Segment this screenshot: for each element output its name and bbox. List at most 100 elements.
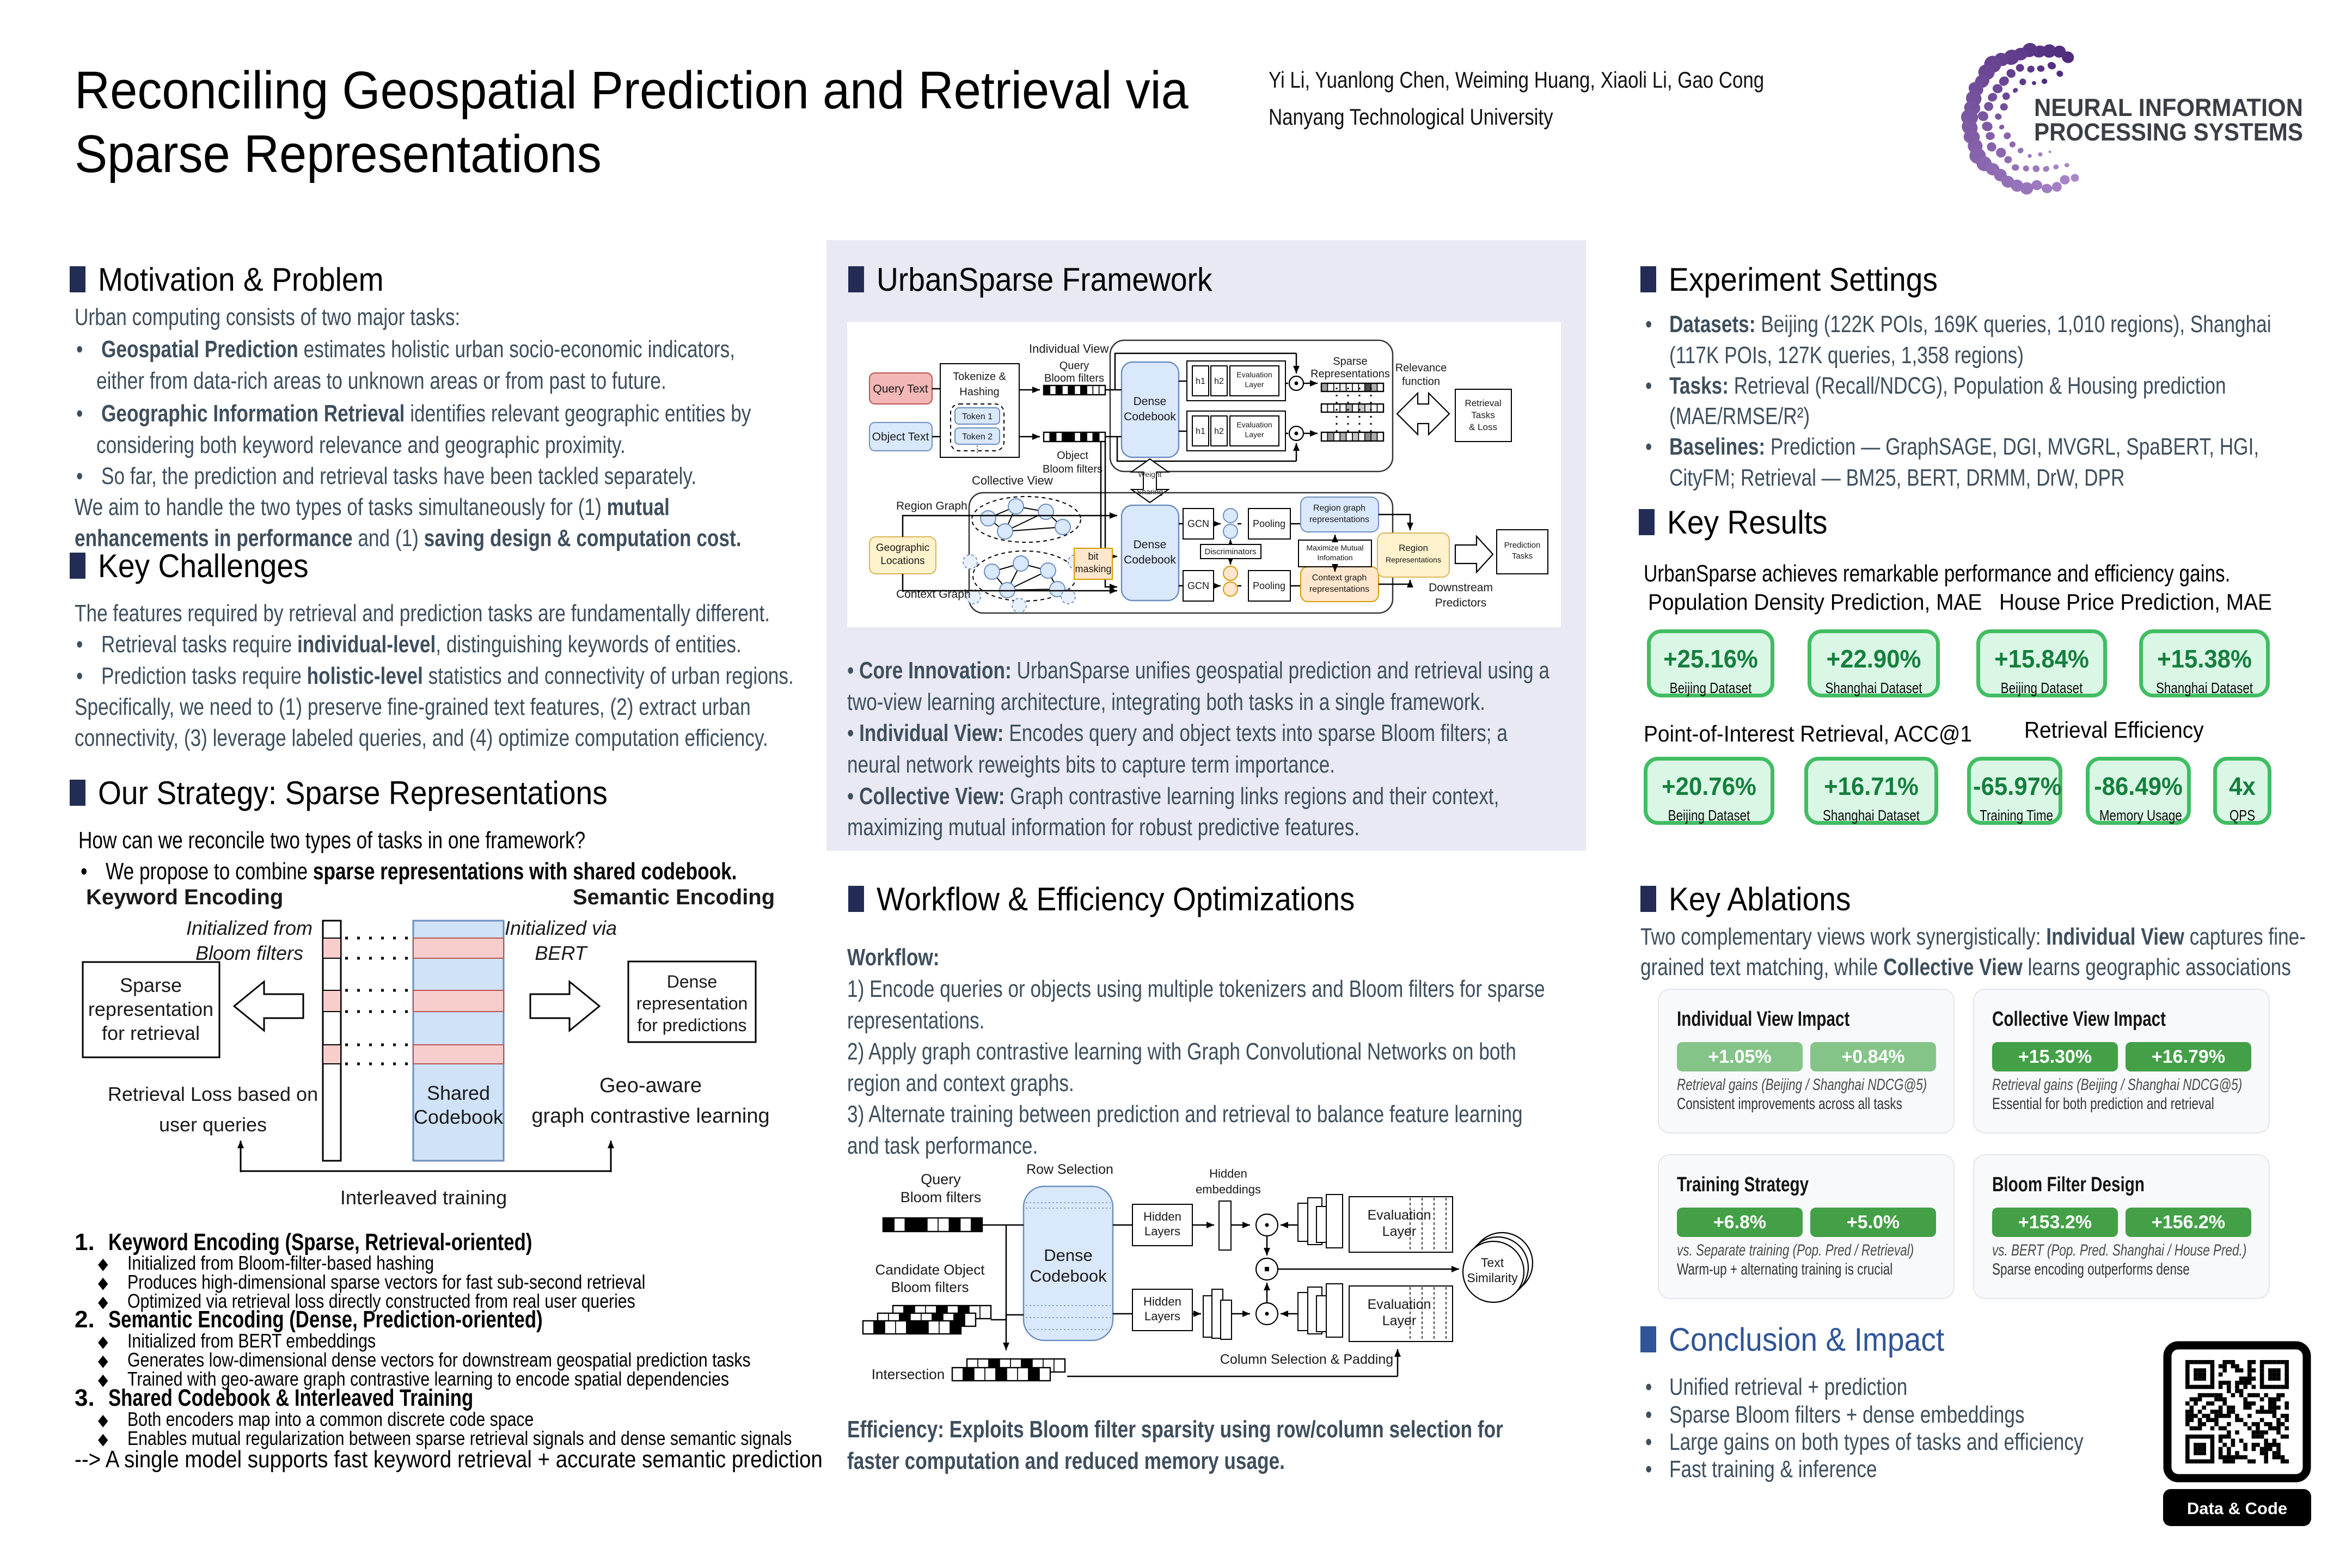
svg-text:Hidden: Hidden	[1209, 1167, 1247, 1180]
svg-text:Region Graph: Region Graph	[896, 500, 967, 512]
svg-text:Locations: Locations	[880, 555, 924, 567]
svg-text:Hidden: Hidden	[1143, 1210, 1181, 1223]
svg-text:⋮: ⋮	[973, 445, 982, 454]
svg-text:user queries: user queries	[159, 1113, 267, 1136]
svg-text:Layer: Layer	[1382, 1313, 1417, 1328]
svg-text:for predictions: for predictions	[638, 1015, 747, 1035]
svg-text:Keyword Encoding: Keyword Encoding	[86, 885, 283, 909]
svg-text:GCN: GCN	[1187, 518, 1209, 529]
svg-text:Tasks: Tasks	[1512, 552, 1533, 561]
svg-text:Bloom filters: Bloom filters	[195, 942, 303, 964]
svg-text:Evaluation: Evaluation	[1368, 1297, 1431, 1312]
svg-text:representations: representations	[1309, 515, 1369, 524]
svg-text:Prediction: Prediction	[1504, 541, 1541, 550]
svg-text:Evaluation: Evaluation	[1236, 370, 1272, 379]
svg-text:Context Graph: Context Graph	[896, 588, 971, 601]
svg-text:Text: Text	[1481, 1255, 1504, 1270]
svg-text:Retrieval: Retrieval	[1465, 398, 1501, 408]
svg-text:Query Text: Query Text	[873, 383, 928, 395]
svg-text:Dense: Dense	[1134, 395, 1167, 408]
svg-text:BERT: BERT	[535, 942, 588, 964]
svg-text:h1: h1	[1196, 427, 1205, 436]
svg-text:graph contrastive learning: graph contrastive learning	[531, 1105, 769, 1128]
svg-text:NEURAL INFORMATION: NEURAL INFORMATION	[2034, 94, 2303, 121]
svg-text:Codebook: Codebook	[1124, 411, 1176, 423]
svg-text:h2: h2	[1214, 377, 1224, 386]
svg-text:Maximize Mutual: Maximize Mutual	[1306, 543, 1363, 552]
svg-text:Representations: Representations	[1310, 368, 1390, 380]
svg-text:Sparse: Sparse	[120, 974, 182, 996]
svg-text:Bloom filters: Bloom filters	[891, 1279, 969, 1295]
svg-text:Codebook: Codebook	[414, 1106, 504, 1128]
svg-text:Sharing: Sharing	[1137, 487, 1163, 496]
svg-text:embeddings: embeddings	[1196, 1183, 1261, 1196]
svg-text:Evaluation: Evaluation	[1236, 420, 1272, 429]
svg-text:Tokenize &: Tokenize &	[953, 371, 1006, 383]
svg-text:Query: Query	[921, 1171, 961, 1187]
svg-text:Collective View: Collective View	[972, 474, 1053, 487]
svg-text:Bloom filters: Bloom filters	[1044, 372, 1104, 384]
svg-text:Bloom filters: Bloom filters	[1043, 463, 1102, 475]
svg-text:Column Selection & Padding: Column Selection & Padding	[1220, 1352, 1393, 1367]
svg-text:Downstream: Downstream	[1429, 581, 1493, 594]
svg-text:Query: Query	[1059, 360, 1089, 372]
svg-text:Row Selection: Row Selection	[1026, 1162, 1113, 1177]
svg-text:PROCESSING SYSTEMS: PROCESSING SYSTEMS	[2034, 118, 2303, 146]
svg-text:Region graph: Region graph	[1313, 504, 1365, 513]
svg-text:Data & Code: Data & Code	[2187, 1499, 2287, 1518]
svg-text:Region: Region	[1399, 543, 1428, 553]
svg-text:Dense: Dense	[1134, 538, 1167, 551]
svg-text:Predictors: Predictors	[1435, 597, 1487, 609]
svg-text:Geo-aware: Geo-aware	[599, 1074, 702, 1097]
svg-text:Dense: Dense	[667, 972, 718, 991]
svg-text:h1: h1	[1196, 377, 1205, 386]
svg-text:Sparse: Sparse	[1333, 356, 1367, 367]
svg-text:h2: h2	[1214, 427, 1224, 436]
svg-text:Evaluation: Evaluation	[1368, 1208, 1431, 1223]
svg-text:Shared: Shared	[427, 1082, 490, 1104]
svg-text:representation: representation	[88, 998, 213, 1020]
svg-text:Interleaved training: Interleaved training	[340, 1186, 507, 1209]
svg-text:bit: bit	[1088, 551, 1098, 562]
svg-text:representation: representation	[636, 994, 748, 1013]
svg-text:Bloom filters: Bloom filters	[901, 1189, 982, 1205]
svg-text:Hashing: Hashing	[959, 386, 999, 398]
svg-text:Similarity: Similarity	[1467, 1271, 1518, 1285]
svg-text:Representations: Representations	[1386, 555, 1441, 564]
svg-text:Layers: Layers	[1144, 1224, 1180, 1238]
svg-text:Initialized via: Initialized via	[505, 917, 617, 939]
svg-text:Initialized from: Initialized from	[186, 917, 313, 939]
svg-text:Geographic: Geographic	[876, 542, 929, 554]
svg-text:Token 2: Token 2	[962, 432, 993, 442]
svg-text:Layers: Layers	[1144, 1309, 1180, 1323]
svg-text:Codebook: Codebook	[1124, 554, 1176, 566]
svg-text:Layer: Layer	[1245, 430, 1264, 439]
svg-text:representations: representations	[1309, 585, 1369, 594]
svg-text:Object: Object	[1057, 450, 1088, 462]
svg-text:Discriminators: Discriminators	[1204, 547, 1256, 556]
svg-text:function: function	[1402, 376, 1440, 388]
svg-text:GCN: GCN	[1187, 580, 1209, 591]
svg-text:Weight: Weight	[1138, 470, 1161, 479]
svg-text:Token 1: Token 1	[962, 412, 993, 421]
svg-text:Semantic Encoding: Semantic Encoding	[573, 885, 775, 909]
svg-text:for retrieval: for retrieval	[102, 1022, 200, 1044]
svg-text:Infomation: Infomation	[1317, 553, 1352, 562]
svg-text:Intersection: Intersection	[872, 1366, 945, 1382]
svg-text:Pooling: Pooling	[1253, 580, 1285, 591]
svg-text:Dense: Dense	[1044, 1246, 1093, 1265]
svg-text:Individual View: Individual View	[1029, 342, 1108, 356]
svg-text:Retrieval Loss based on: Retrieval Loss based on	[108, 1083, 318, 1105]
svg-text:Object Text: Object Text	[872, 431, 929, 443]
svg-text:& Loss: & Loss	[1469, 422, 1497, 432]
svg-text:Candidate Object: Candidate Object	[875, 1261, 985, 1278]
svg-text:Context graph: Context graph	[1312, 573, 1367, 583]
svg-text:Layer: Layer	[1382, 1224, 1417, 1239]
svg-text:masking: masking	[1075, 564, 1111, 574]
svg-text:Pooling: Pooling	[1253, 518, 1285, 529]
svg-text:Hidden: Hidden	[1143, 1295, 1181, 1308]
svg-text:Tasks: Tasks	[1471, 410, 1494, 420]
svg-text:Codebook: Codebook	[1030, 1266, 1107, 1285]
svg-text:Relevance: Relevance	[1395, 362, 1447, 374]
svg-text:Layer: Layer	[1245, 380, 1264, 389]
